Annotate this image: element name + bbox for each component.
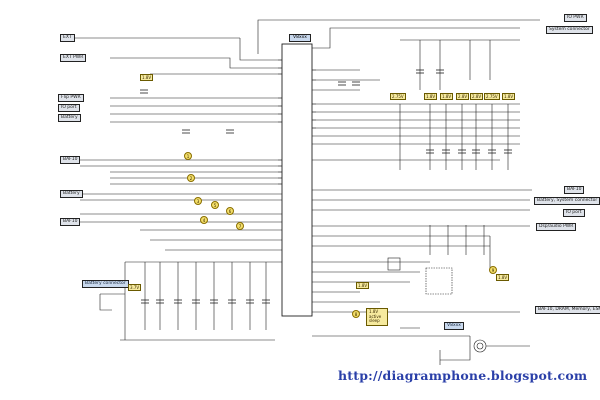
label-v8xxx-lower: V8xxx bbox=[444, 322, 464, 330]
label-baf-right: BAF10 bbox=[564, 186, 585, 194]
callout-marker: 3 bbox=[194, 197, 202, 205]
callout-marker: 2 bbox=[187, 174, 195, 182]
label-baf-left-1: BAF10 bbox=[60, 156, 81, 164]
callout-marker: 1 bbox=[184, 152, 192, 160]
callout-marker: 4 bbox=[200, 216, 208, 224]
sleep-mode-note: 1.8V active sleep bbox=[366, 308, 388, 326]
callout-marker: 9 bbox=[489, 266, 497, 274]
label-io-pwr: IO PWR bbox=[564, 14, 587, 22]
label-battery: Battery bbox=[58, 114, 81, 122]
label-baf-memory: BAF10, DRAM, Memory, ESM bbox=[535, 306, 600, 314]
label-dsp-pwr: Dsp/audio PWR bbox=[536, 223, 577, 231]
label-ext: EXT bbox=[60, 34, 75, 42]
voltage-tag: 2.75V bbox=[390, 93, 406, 100]
voltage-tag: 2.8V bbox=[470, 93, 484, 100]
callout-marker: 8 bbox=[352, 310, 360, 318]
callout-marker: 6 bbox=[226, 207, 234, 215]
voltage-tag: 2.8V bbox=[456, 93, 470, 100]
main-ic-title: V8xxx bbox=[289, 34, 311, 42]
voltage-tag: 1.8V bbox=[140, 74, 154, 81]
voltage-tag: 1.8V bbox=[496, 274, 510, 281]
voltage-tag: 1.8V bbox=[440, 93, 454, 100]
label-battery-connector: Battery connector bbox=[82, 280, 129, 288]
label-ext-pwr: EXT PWR bbox=[60, 54, 87, 62]
label-flip-pwr: Flip PWR bbox=[58, 94, 84, 102]
label-battery-system-connector: Battery, System connector bbox=[534, 197, 600, 205]
label-baf-left-2: BAF10 bbox=[60, 218, 81, 226]
label-battery-2: Battery bbox=[60, 190, 83, 198]
callout-marker: 7 bbox=[236, 222, 244, 230]
voltage-tag: 1.8V bbox=[502, 93, 516, 100]
main-ic-body bbox=[281, 43, 313, 317]
voltage-tag: 1.8V bbox=[356, 282, 370, 289]
label-io-port-right: IO port bbox=[563, 209, 585, 217]
label-io-port: IO port bbox=[58, 104, 80, 112]
source-url[interactable]: http://diagramphone.blogspot.com bbox=[338, 368, 588, 383]
callout-marker: 5 bbox=[211, 201, 219, 209]
voltage-tag: 2.75V bbox=[484, 93, 500, 100]
voltage-tag: 1.8V bbox=[424, 93, 438, 100]
label-system-connector: System connector bbox=[546, 26, 593, 34]
voltage-tag: 3.7V bbox=[128, 284, 142, 291]
